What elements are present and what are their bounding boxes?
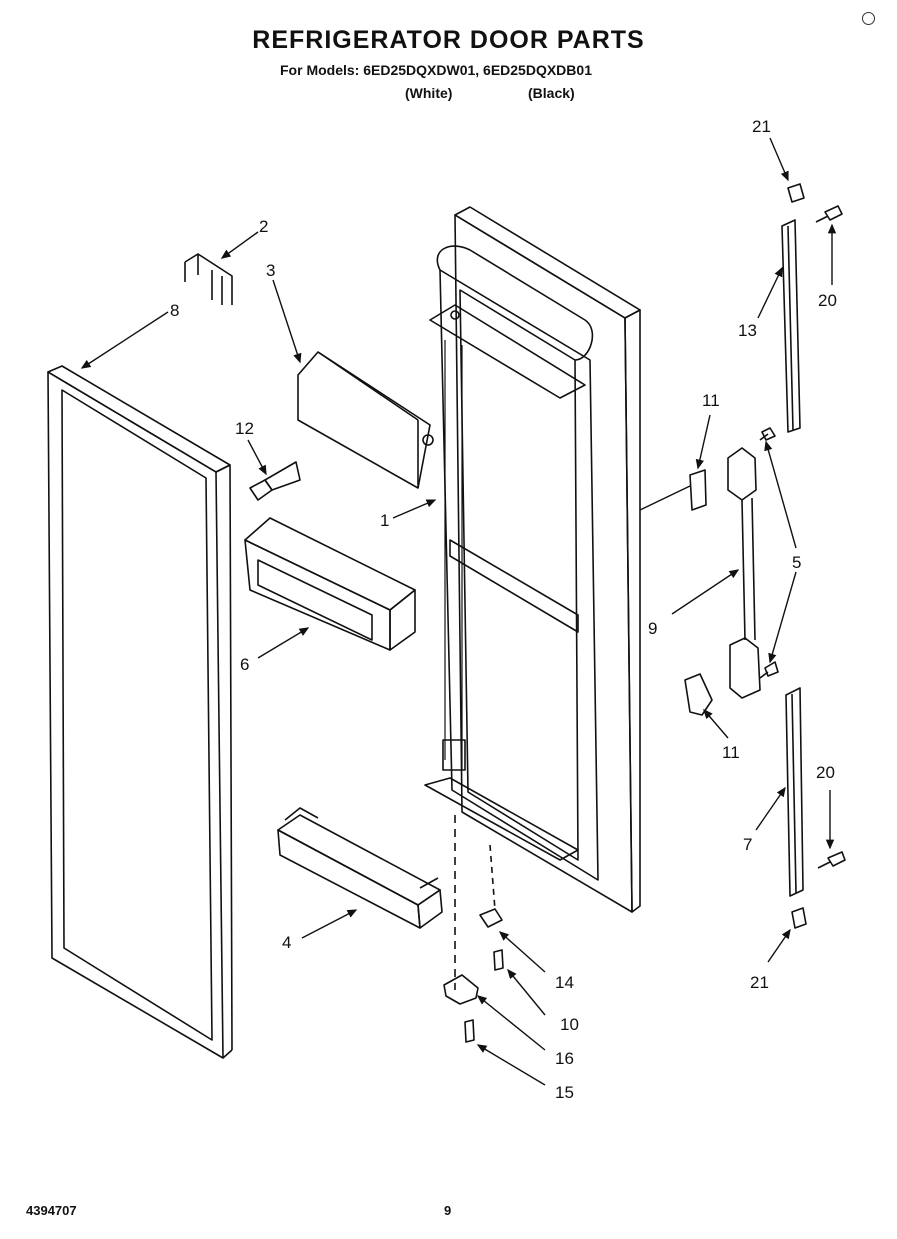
leader-handle-to-door [639,485,691,511]
leader-1 [392,499,437,519]
retainer-bracket-part [184,253,233,305]
hinge-screw-part-10 [493,949,504,971]
part-number-14: 14 [555,973,574,992]
part-number-21-upper: 21 [752,117,771,136]
leader-15 [476,1044,546,1086]
hinge-bracket-part-16 [443,974,479,1005]
document-number: 4394707 [26,1203,77,1218]
part-number-15: 15 [555,1083,574,1102]
part-number-16: 16 [555,1049,574,1068]
color-white-label: (White) [405,85,453,101]
leader-5a [764,440,797,549]
handle-pad-upper [689,469,707,511]
part-number-5: 5 [792,553,801,572]
part-number-9: 9 [648,619,657,638]
leader-21b [767,928,791,963]
leader-7 [755,786,786,831]
part-number-6: 6 [240,655,249,674]
leader-9 [671,569,740,615]
leader-4 [301,909,358,939]
leader-21a [769,137,789,182]
door-handle-part [727,447,761,699]
leader-3 [272,279,302,364]
corner-hole-mark [862,12,875,25]
part-number-7: 7 [743,835,752,854]
lower-trim-part [785,687,804,897]
part-number-12: 12 [235,419,254,438]
leader-10 [507,968,546,1016]
trim-screw-upper [815,205,843,223]
door-liner-assembly [424,206,641,913]
door-bin-part [244,517,416,651]
hinge-bushing-part-14 [479,908,503,928]
page-title: REFRIGERATOR DOOR PARTS [252,26,645,54]
leader-13 [757,266,783,319]
trim-end-cap-upper [787,183,805,203]
hinge-screw-part-15 [464,1019,475,1043]
part-number-8: 8 [170,301,179,320]
hinge-pin-line [489,844,496,911]
trim-screw-lower [817,851,846,869]
leader-lines [80,137,837,1086]
clip-part-12 [249,461,301,501]
leader-6 [257,627,310,659]
part-number-11-lower: 11 [722,743,740,762]
part-number-20-lower: 20 [816,763,835,782]
handle-pad-lower [684,673,713,716]
models-line: For Models: 6ED25DQXDW01, 6ED25DQXDB01 [280,62,592,78]
handle-screw-lower [759,661,779,679]
part-number-11-upper: 11 [702,391,720,410]
door-gasket-part [47,365,233,1059]
leader-12 [247,439,267,476]
leader-14 [498,931,546,973]
color-black-label: (Black) [528,85,575,101]
part-number-21-lower: 21 [750,973,769,992]
leader-8 [80,311,169,369]
part-number-4: 4 [282,933,291,952]
part-number-13: 13 [738,321,757,340]
upper-trim-part [781,219,801,433]
part-number-3: 3 [266,261,275,280]
leader-16 [476,995,546,1051]
part-number-10: 10 [560,1015,579,1034]
page-number: 9 [444,1203,452,1218]
dairy-door-part [297,351,434,489]
part-number-1: 1 [380,511,389,530]
handle-screw-upper [759,427,776,441]
part-number-2: 2 [259,217,268,236]
part-number-20-upper: 20 [818,291,837,310]
trim-end-cap-lower [791,907,807,929]
leader-5b [768,571,797,664]
leader-11b [703,708,729,739]
leader-11a [695,414,711,470]
bottom-bin-part [277,807,443,929]
leader-2 [220,231,259,259]
